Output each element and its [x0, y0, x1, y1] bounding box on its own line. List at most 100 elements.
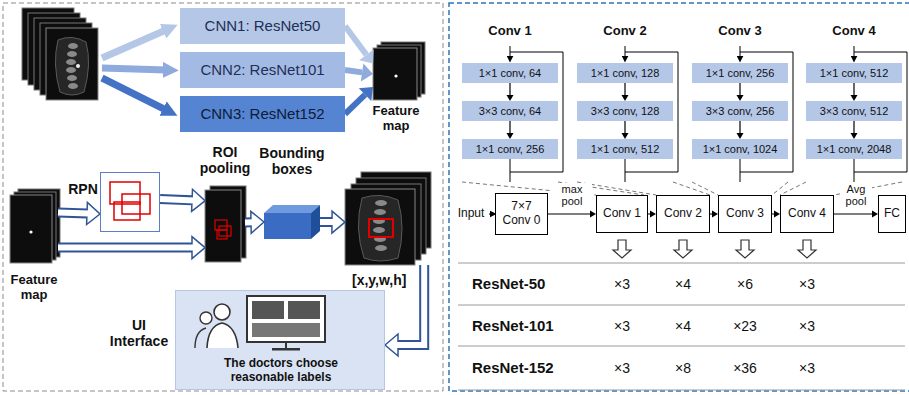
conv-layer-box: 3×3 conv, 64	[462, 101, 558, 121]
doctor-monitor-icon	[207, 323, 238, 348]
rpn-proposals	[110, 182, 140, 204]
connector-arrow	[622, 121, 629, 139]
conv-layer-box: 3×3 conv, 256	[692, 101, 788, 121]
connector-line	[345, 70, 362, 72]
bounding-box-block: Bounding boxes	[264, 205, 320, 239]
connector-arrow	[737, 83, 744, 101]
arrow-head	[359, 87, 373, 101]
node-label: 1×1 conv, 64	[479, 67, 541, 80]
hollow-down-arrow	[674, 240, 692, 258]
node-label: 7×7 Conv 0	[496, 200, 547, 228]
input-arrow	[102, 78, 166, 110]
rpn-proposals	[114, 202, 140, 220]
arrow-head	[359, 49, 373, 63]
table-rule	[458, 263, 905, 264]
stage-box: Conv 2	[656, 195, 710, 233]
input-label: Input	[454, 207, 488, 221]
mri-stack	[67, 51, 77, 57]
block-heading: Conv 3	[710, 24, 770, 39]
connector-line	[345, 95, 365, 114]
expansion-dashed-line	[692, 182, 718, 195]
detection-image	[369, 219, 393, 237]
connector-line	[58, 213, 90, 214]
connector-arrow	[834, 211, 878, 218]
connector-line	[739, 121, 740, 133]
doctor-monitor-icon	[288, 301, 320, 319]
table-cell: ×3	[787, 318, 827, 334]
roi-image	[205, 186, 246, 262]
table-cell: ResNet-152	[472, 359, 602, 376]
feature-map-image	[10, 195, 52, 263]
node-label: CNN2: ResNet101	[200, 61, 324, 78]
mri-stack	[55, 37, 88, 95]
stage-box: Conv 4	[780, 195, 834, 233]
doctor-monitor-icon	[247, 296, 325, 342]
detection-image: [x,y,w,h]	[345, 172, 433, 265]
feature-map-image	[394, 74, 397, 77]
node-label: Conv 3	[726, 207, 764, 221]
expansion-dashed-line	[772, 182, 788, 195]
bounding-box-block	[264, 205, 320, 213]
connector-line	[853, 121, 854, 133]
conv-layer-box: 1×1 conv, 2048	[806, 139, 902, 159]
table-rule	[458, 305, 905, 306]
node-label: [x,y,w,h]	[352, 272, 422, 288]
doctor-monitor-icon	[252, 323, 320, 337]
node-label: Conv 1	[603, 207, 641, 221]
stage-box: 7×7 Conv 0	[495, 193, 548, 235]
detection-image	[345, 189, 415, 265]
connector-arrow	[345, 64, 373, 82]
node-label: 1×1 conv, 512	[820, 67, 889, 80]
rpn-box: RPN	[100, 172, 160, 232]
mri-stack	[67, 75, 77, 81]
arrow-head	[361, 64, 373, 82]
table-cell: ×3	[602, 360, 642, 376]
doctor-monitor-icon	[214, 304, 230, 320]
doctor-monitor-icon	[200, 312, 212, 324]
table-cell: ×4	[663, 318, 703, 334]
conv-layer-box: 1×1 conv, 256	[462, 139, 558, 159]
bounding-box-block	[311, 205, 320, 239]
connector-arrow	[58, 203, 100, 225]
feature-map-image	[373, 48, 417, 100]
roi-map: ROI pooling	[205, 190, 245, 262]
doctor-monitor-icon	[175, 290, 385, 390]
cnn-box: CNN3: ResNet152	[180, 96, 345, 132]
bounding-box-block	[264, 205, 320, 239]
conv-layer-box: 1×1 conv, 64	[462, 63, 558, 83]
block-heading: Conv 4	[824, 24, 884, 39]
feature-map: Feature map	[373, 48, 419, 100]
connector-line	[772, 213, 774, 214]
doctor-monitor-icon	[285, 342, 287, 348]
block-heading: Conv 1	[480, 24, 540, 39]
connector-arrow	[772, 211, 780, 218]
skip-connection	[625, 159, 626, 182]
rpn-proposals	[100, 172, 160, 232]
rpn-proposals	[100, 172, 160, 232]
node-label: CNN1: ResNet50	[205, 17, 321, 34]
connector-arrow	[58, 237, 205, 259]
panel-frame	[449, 3, 909, 391]
node-label: RPN	[67, 181, 99, 197]
table-rule	[458, 390, 905, 391]
node-label: 1×1 conv, 512	[591, 143, 660, 156]
table-cell: ×3	[787, 276, 827, 292]
hollow-down-arrow	[798, 240, 816, 258]
hollow-down-arrow	[736, 240, 754, 258]
node-label: Conv 2	[664, 207, 702, 221]
connector-line	[245, 219, 254, 225]
connector-arrow	[160, 189, 205, 211]
conv-layer-box: 1×1 conv, 128	[577, 63, 673, 83]
connector-line	[160, 199, 195, 200]
input-arrow	[102, 68, 166, 70]
connector-arrow	[345, 26, 374, 64]
input-arrow	[489, 213, 491, 214]
connector-arrow	[320, 211, 345, 233]
connector-line	[624, 83, 625, 95]
feature-map-image	[10, 42, 425, 263]
connector-line	[509, 83, 510, 95]
table-rule	[458, 263, 905, 390]
connector-line	[320, 219, 335, 225]
edge-label: Avg pool	[840, 183, 872, 208]
